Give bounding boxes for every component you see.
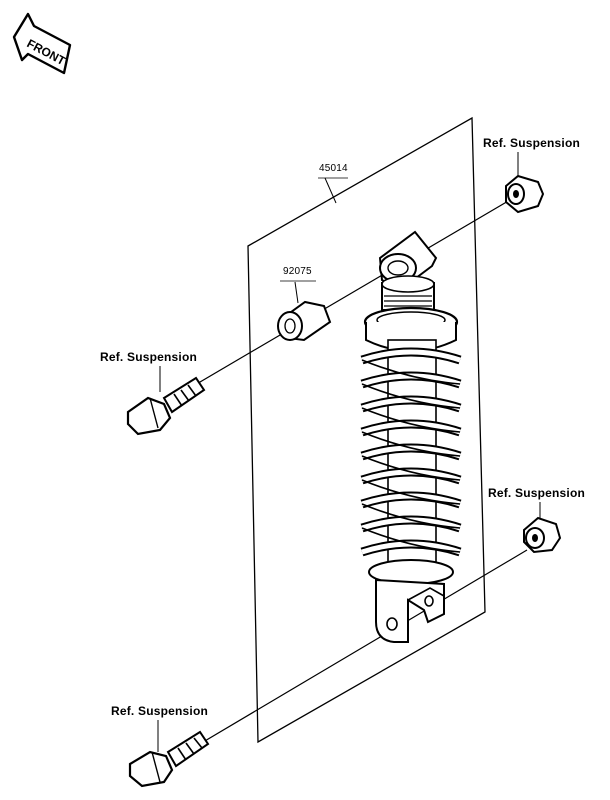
- part-number-45014: 45014: [319, 163, 348, 174]
- upper-bushing: [378, 230, 438, 292]
- collar-92075: [277, 300, 332, 342]
- ref-suspension-left-upper: Ref. Suspension: [100, 350, 198, 364]
- ref-suspension-top-right: Ref. Suspension: [483, 136, 581, 150]
- shock-absorber: [360, 275, 462, 643]
- leader-92075: [294, 281, 299, 304]
- lower-axis-line: [192, 549, 528, 749]
- lower-right-nut: [523, 516, 562, 554]
- top-right-nut: [505, 174, 545, 214]
- upper-left-bolt: [126, 376, 206, 436]
- ref-suspension-bottom-left: Ref. Suspension: [111, 704, 209, 718]
- front-arrow-icon: FRONT: [12, 12, 72, 75]
- part-number-92075: 92075: [283, 266, 312, 277]
- ref-suspension-right-lower: Ref. Suspension: [488, 486, 586, 500]
- assembly-boundary: [247, 116, 486, 744]
- bottom-left-bolt: [128, 730, 210, 788]
- coil-spring: [360, 347, 462, 557]
- leader-45014: [324, 177, 337, 204]
- upper-axis-line: [182, 199, 511, 393]
